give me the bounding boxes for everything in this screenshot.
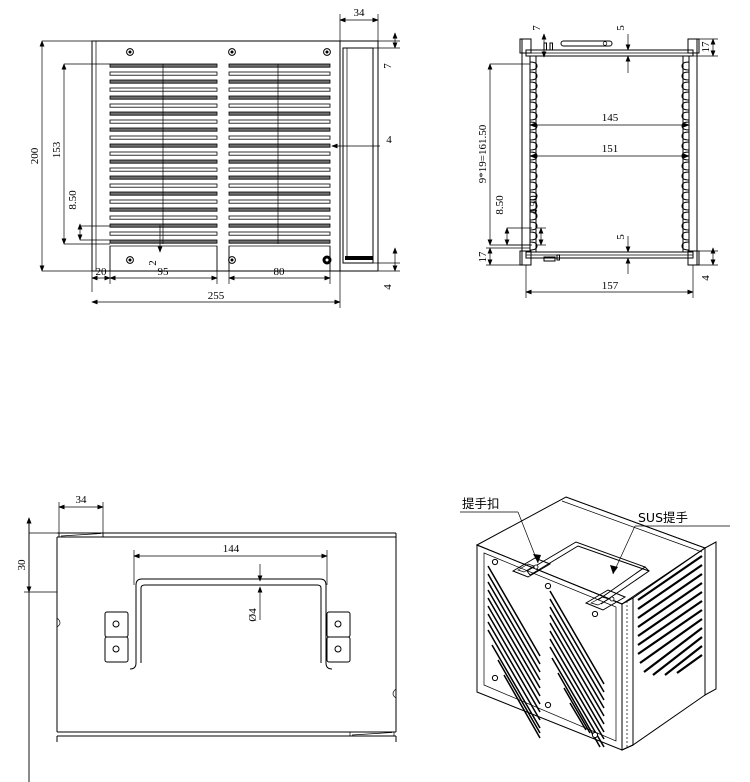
dim-label-4-50: 4.50 — [528, 195, 540, 215]
dim-top-plate-thk: 5 — [615, 25, 631, 73]
dim-label-4-bottom: 4 — [382, 284, 394, 290]
dim-label-7-side: 7 — [531, 25, 543, 31]
dim-louver-field-height: 153 — [51, 63, 110, 245]
side-bottom-plate — [525, 251, 694, 262]
dim-top-step: 7 — [531, 25, 547, 58]
side-section-view: 9*19=161.50 8.50 17 17 4.50 — [477, 25, 718, 298]
iso-handle-buckle-near — [511, 557, 552, 578]
iso-handle-buckle-far — [584, 589, 627, 611]
dim-label-dia-4: Ø4 — [247, 608, 259, 622]
dim-flange-depth: 34 — [339, 7, 379, 41]
handle-bracket-right — [326, 611, 351, 663]
dim-louver-pitch: 8.50 — [67, 190, 110, 241]
screw-icon — [323, 48, 331, 56]
front-right-flange — [340, 40, 379, 272]
iso-top-flange — [561, 496, 706, 553]
dim-label-30: 30 — [16, 559, 28, 571]
dim-label-144: 144 — [223, 543, 240, 555]
side-top-plate — [525, 40, 694, 57]
screw-icon — [126, 48, 134, 56]
iso-card-guide-rails — [632, 541, 717, 746]
isometric-view: 提手扣 SUS提手 — [460, 496, 730, 751]
dim-label-4-side: 4 — [700, 275, 712, 281]
dim-end-margin-bottom: 17 — [477, 247, 530, 266]
dim-label-145: 145 — [602, 112, 619, 124]
dim-label-153: 153 — [51, 141, 63, 158]
screw-icon — [228, 48, 236, 56]
louver-group-left — [109, 63, 218, 244]
dim-label-34: 34 — [354, 7, 366, 19]
screw-icon — [126, 256, 134, 264]
dim-label-161-50: 9*19=161.50 — [477, 124, 489, 183]
dim-end-margin-top: 17 — [693, 38, 718, 57]
dim-label-34-top: 34 — [76, 494, 88, 506]
dim-top-flange: 7 — [343, 32, 400, 69]
louver-group-right — [228, 63, 331, 244]
dim-edge-height: 30 — [16, 517, 57, 782]
dim-label-20: 20 — [96, 266, 108, 278]
iso-sus-handle — [526, 541, 651, 605]
dim-handle-rod-dia: Ø4 — [247, 564, 263, 622]
front-lower-panels — [109, 245, 331, 272]
dim-label-17-bottom: 17 — [477, 251, 489, 263]
dim-label-17-top: 17 — [700, 41, 712, 53]
iso-front-face — [476, 544, 623, 751]
dim-label-8-50: 8.50 — [67, 190, 79, 210]
dim-label-95: 95 — [158, 266, 170, 278]
dim-label-80: 80 — [274, 266, 286, 278]
dim-label-8-50-side: 8.50 — [494, 195, 506, 215]
dim-label-7: 7 — [382, 63, 394, 69]
sus-handle-label: SUS提手 — [638, 510, 688, 525]
sus-handle-leader — [610, 525, 730, 575]
front-view: 200 153 8.50 2 4 — [29, 7, 400, 308]
dim-overall-width-side: 157 — [525, 265, 694, 298]
dim-guide-offset: 4.50 — [528, 195, 546, 246]
top-plate-outline — [56, 532, 397, 742]
handle-buckle-leader — [460, 511, 541, 564]
card-guide-rail-left — [529, 56, 538, 252]
screw-icon — [322, 255, 332, 265]
iso-corner-post — [621, 597, 634, 751]
sus-handle-top — [129, 578, 333, 670]
iso-bottom-edge — [621, 744, 634, 751]
dim-overall-height: 200 — [29, 40, 92, 272]
card-guide-rail-right — [681, 56, 690, 252]
dim-label-4-offset: 4 — [386, 134, 392, 146]
dim-label-5-top: 5 — [615, 25, 627, 31]
handle-buckle-label: 提手扣 — [462, 496, 500, 511]
dim-guide-pitch: 8.50 — [494, 195, 532, 246]
dim-label-151: 151 — [602, 143, 619, 155]
dim-label-255: 255 — [208, 290, 225, 302]
dim-label-2: 2 — [147, 260, 159, 266]
dim-row-widths: 20 95 80 — [91, 246, 331, 292]
dim-handle-span: 144 — [133, 543, 328, 585]
screw-icon — [228, 256, 236, 264]
dim-inner-width-lower: 151 — [529, 143, 690, 159]
dim-flange-width-top: 34 — [58, 494, 104, 537]
dim-label-5-bottom: 5 — [615, 234, 627, 240]
dim-label-200: 200 — [29, 147, 41, 164]
handle-bracket-left — [104, 611, 129, 663]
dim-bottom-plate-thk: 5 — [615, 234, 631, 274]
dim-slot-width: 2 — [147, 225, 163, 266]
dim-bottom-flange: 4 — [373, 247, 400, 290]
dim-overall-width: 255 — [91, 271, 341, 308]
top-view: 34 30 144 Ø4 — [16, 494, 397, 782]
dim-bottom-flange-side: 4 — [699, 247, 718, 281]
dim-louver-offset: 4 — [331, 134, 392, 149]
dim-label-157: 157 — [602, 280, 619, 292]
screw-holes — [126, 48, 332, 265]
dim-inner-width-upper: 145 — [529, 112, 690, 128]
